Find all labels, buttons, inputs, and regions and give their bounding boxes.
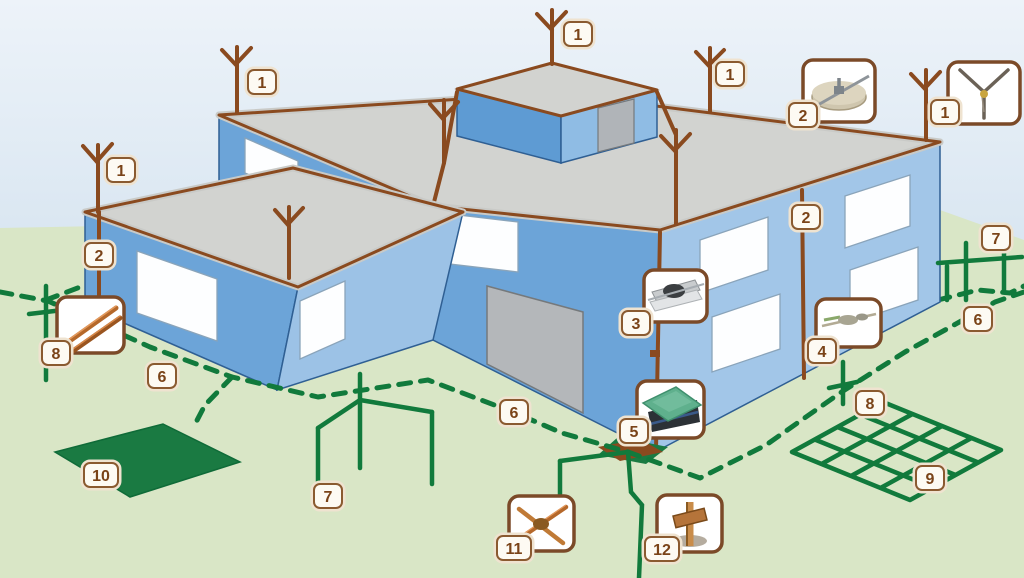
svg-text:5: 5 [630, 424, 639, 441]
air-terminals [220, 8, 942, 226]
main-building [215, 89, 944, 454]
air-terminal [220, 45, 253, 115]
svg-text:1: 1 [574, 27, 583, 44]
svg-text:9: 9 [926, 471, 935, 488]
marker-1d: 1 [712, 58, 748, 90]
ground-ring-back-right [935, 283, 1024, 303]
copper-conductor-rods-photo-icon [61, 305, 123, 353]
svg-text:1: 1 [117, 163, 126, 180]
svg-text:2: 2 [802, 210, 811, 227]
svg-text:3: 3 [632, 316, 641, 333]
marker-6a: 6 [144, 360, 180, 392]
air-terminal [428, 98, 460, 165]
air-terminal [81, 142, 114, 214]
air-terminal [694, 46, 726, 114]
svg-text:11: 11 [506, 541, 523, 558]
inset-cable-connector [814, 297, 883, 349]
garage-door [486, 285, 584, 415]
svg-text:7: 7 [324, 489, 333, 506]
marker-2c: 2 [788, 201, 824, 233]
annex-building [81, 142, 467, 392]
marker-6c: 6 [960, 303, 996, 335]
svg-text:2: 2 [95, 248, 104, 265]
marker-12: 12 [641, 533, 683, 565]
inspection-pit-cover-photo-icon [641, 386, 703, 432]
test-joint-clamp-photo-icon [647, 279, 705, 312]
inset-copper-conductors [55, 295, 126, 355]
svg-text:6: 6 [158, 369, 167, 386]
penthouse-door [597, 98, 635, 153]
svg-text:4: 4 [818, 344, 827, 361]
marker-7a: 7 [310, 480, 346, 512]
penthouse [454, 61, 660, 164]
mesh-connection-rod [826, 359, 860, 407]
air-terminal [273, 205, 305, 280]
marker-1a: 1 [103, 154, 139, 186]
air-terminal [909, 68, 942, 142]
marker-8b: 8 [852, 387, 888, 419]
inset-inspection-pit [635, 379, 706, 440]
cable-connector-photo-icon [821, 312, 877, 328]
marker-2b: 2 [785, 99, 821, 131]
svg-text:2: 2 [799, 108, 808, 125]
marker-1c: 1 [560, 18, 596, 50]
svg-text:8: 8 [52, 346, 61, 363]
marker-2a: 2 [81, 239, 117, 271]
air-terminal [659, 128, 692, 226]
air-terminal [535, 8, 568, 66]
svg-text:8: 8 [866, 396, 875, 413]
svg-text:6: 6 [510, 405, 519, 422]
marker-1e: 1 [927, 96, 963, 128]
marker-6b: 6 [496, 396, 532, 428]
marker-9: 9 [912, 462, 948, 494]
marker-4: 4 [804, 335, 840, 367]
marker-10: 10 [80, 459, 122, 491]
marker-3: 3 [618, 307, 654, 339]
marker-7b: 7 [978, 222, 1014, 254]
svg-text:1: 1 [258, 75, 267, 92]
svg-text:6: 6 [974, 312, 983, 329]
svg-text:7: 7 [992, 231, 1001, 248]
inset-test-joint [642, 268, 709, 324]
svg-text:1: 1 [726, 67, 735, 84]
svg-text:12: 12 [653, 542, 671, 559]
svg-text:1: 1 [941, 105, 950, 122]
marker-1b: 1 [244, 66, 280, 98]
svg-text:10: 10 [92, 468, 110, 485]
marker-5: 5 [616, 415, 652, 447]
earth-rod-clamp-photo-icon [672, 502, 708, 547]
air-terminal-tip-photo-icon [958, 68, 1010, 120]
marker-11: 11 [493, 532, 535, 564]
inset-air-terminal-tip [946, 60, 1022, 126]
marker-8a: 8 [38, 337, 74, 369]
